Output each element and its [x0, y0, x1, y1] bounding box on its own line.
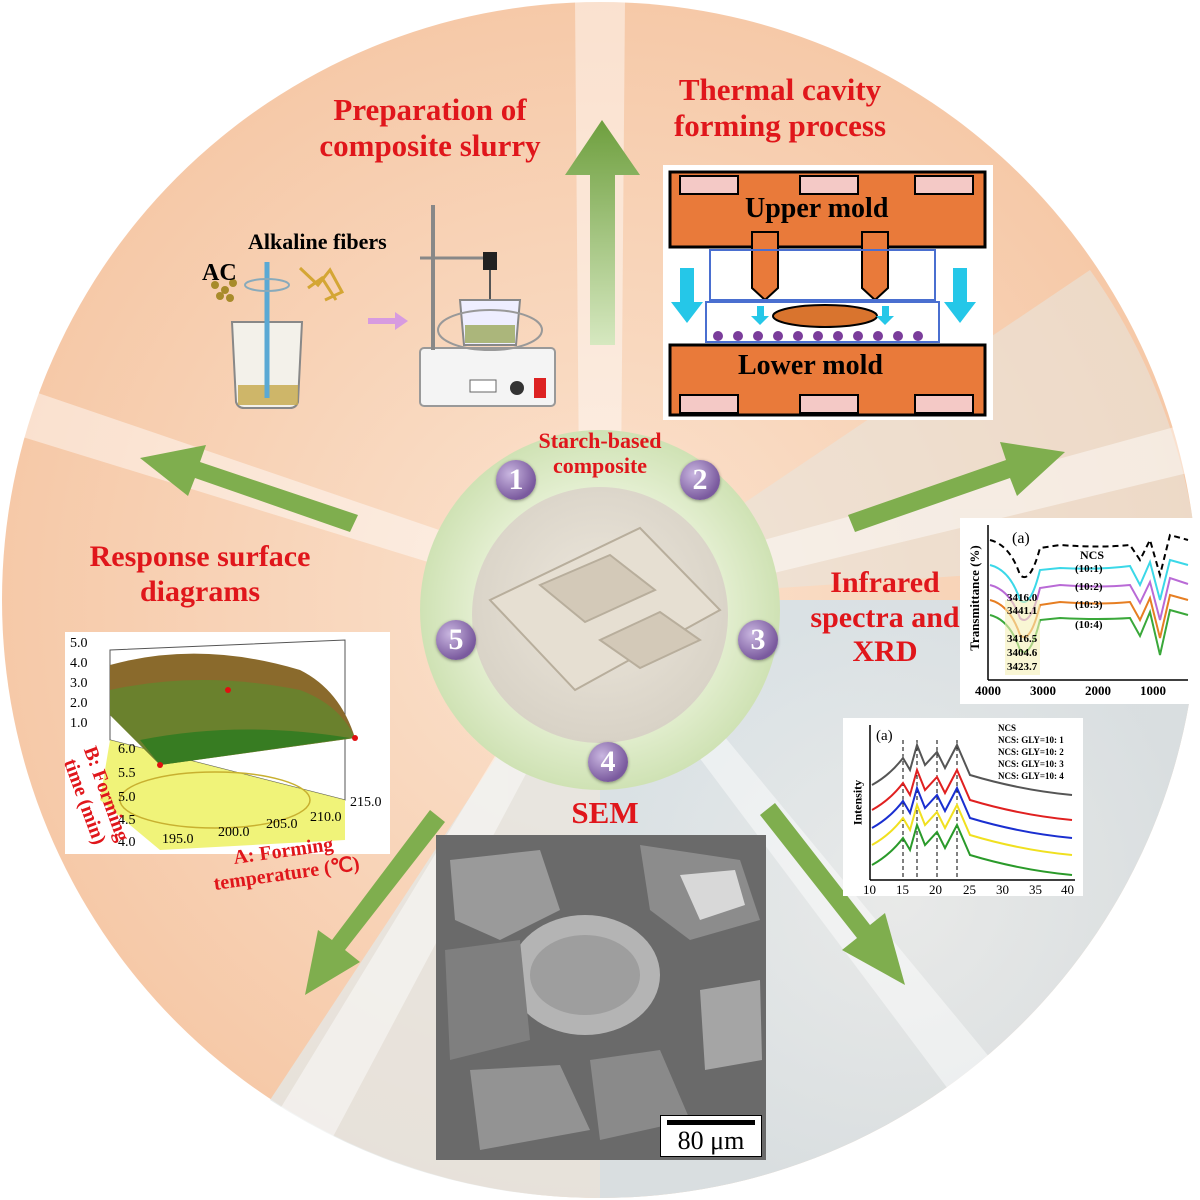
- ir-series-10-3: (10:3): [1075, 599, 1103, 611]
- ir-series-10-4: (10:4): [1075, 619, 1103, 631]
- ir-series-10-2: (10:2): [1075, 581, 1103, 593]
- xrd-ylabel: Intensity: [850, 779, 865, 826]
- surface-ztick-1: 1.0: [70, 716, 88, 731]
- center-title-line2: composite: [552, 453, 648, 479]
- surface-ytick-4: 4.0: [118, 835, 136, 850]
- ir-xtick-4000: 4000: [975, 683, 1001, 698]
- ir-annotation-4: 3404.6: [1007, 647, 1038, 659]
- xrd-xtick-15: 15: [896, 882, 909, 897]
- upper-mold-label: Upper mold: [745, 193, 889, 224]
- surface-ytick-45: 4.5: [118, 813, 136, 828]
- scale-bar-label: 80 μm: [677, 1126, 745, 1155]
- xrd-xtick-35: 35: [1029, 882, 1042, 897]
- ir-chart: [960, 518, 1198, 704]
- surface-ztick-2: 2.0: [70, 696, 88, 711]
- xrd-legend-ncs: NCS: [998, 723, 1017, 733]
- section3-title-line1: Infrared: [830, 566, 940, 599]
- vapor-holes: [713, 331, 923, 341]
- surface-xtick-215: 215.0: [350, 795, 382, 810]
- section1-title: Preparation of composite slurry: [290, 92, 570, 163]
- mold-diagram: [663, 165, 993, 420]
- xrd-panel-label: (a): [876, 728, 893, 744]
- ir-annotation-3: 3416.5: [1007, 633, 1038, 645]
- step-badge-5: 5: [436, 620, 476, 660]
- scale-bar-line: [667, 1120, 755, 1125]
- section5-title-line2: diagrams: [140, 574, 260, 608]
- arrow-down-left: [305, 810, 445, 995]
- section3-title-line3: XRD: [852, 635, 918, 668]
- ac-label: AC: [202, 260, 237, 286]
- fibers-label: Alkaline fibers: [248, 229, 387, 254]
- section5-title: Response surface diagrams: [60, 540, 340, 609]
- xrd-xtick-20: 20: [929, 882, 942, 897]
- surface-xtick-210: 210.0: [310, 810, 342, 825]
- step-badge-3: 3: [738, 620, 778, 660]
- process-arrow-icon: [368, 312, 408, 330]
- ir-ylabel: Transmittance (%): [967, 545, 982, 651]
- ir-series-10-1: (10:1): [1075, 563, 1103, 575]
- step-badge-4: 4: [588, 742, 628, 782]
- xrd-xtick-25: 25: [963, 882, 976, 897]
- section1-title-line1: Preparation of: [333, 92, 527, 127]
- press-arrow-left-icon: [671, 268, 703, 323]
- section1-title-line2: composite slurry: [319, 127, 541, 163]
- xrd-legend-2: NCS: GLY=10: 2: [998, 747, 1064, 757]
- xrd-xtick-30: 30: [996, 882, 1009, 897]
- scale-bar: 80 μm: [660, 1115, 762, 1157]
- ir-xtick-3000: 3000: [1030, 683, 1056, 698]
- xrd-chart: [843, 718, 1083, 896]
- ir-series-ncs: NCS: [1080, 548, 1105, 562]
- center-title: Starch-based composite: [500, 428, 700, 479]
- section2-title: Thermal cavity forming process: [650, 72, 910, 143]
- xrd-xtick-10: 10: [863, 882, 876, 897]
- ir-annotation-1: 3416.0: [1007, 592, 1038, 604]
- surface-ztick-5: 5.0: [70, 636, 88, 651]
- surface-ytick-6: 6.0: [118, 742, 136, 757]
- beaker-illustration: [230, 262, 304, 409]
- slurry-blank: [772, 304, 878, 328]
- section5-title-line1: Response surface: [89, 540, 311, 573]
- ir-annotation-5: 3423.7: [1007, 661, 1038, 673]
- surface-chart: [65, 632, 390, 854]
- sem-image: [436, 835, 766, 1160]
- surface-ytick-5: 5.0: [118, 790, 136, 805]
- ir-panel-label: (a): [1012, 530, 1030, 547]
- surface-ztick-3: 3.0: [70, 676, 88, 691]
- section2-title-line2: forming process: [673, 107, 887, 143]
- section2-title-line1: Thermal cavity: [678, 72, 882, 107]
- arrow-left: [140, 445, 358, 532]
- center-title-line1: Starch-based: [538, 428, 662, 453]
- arrow-right: [848, 442, 1065, 532]
- step-badge-2: 2: [680, 460, 720, 500]
- section4-title: SEM: [571, 795, 639, 830]
- ir-annotation-2: 3441.1: [1007, 605, 1038, 617]
- arrow-down-right: [760, 803, 905, 985]
- surface-ytick-55: 5.5: [118, 766, 136, 781]
- xrd-legend-3: NCS: GLY=10: 3: [998, 759, 1064, 769]
- ir-xtick-2000: 2000: [1085, 683, 1111, 698]
- ac-particles: [211, 279, 237, 302]
- step-badge-1: 1: [496, 460, 536, 500]
- tray-illustration: [488, 526, 722, 692]
- ir-xtick-1000: 1000: [1140, 683, 1166, 698]
- stirrer-illustration: [419, 205, 556, 407]
- arrow-up: [565, 120, 640, 345]
- fiber-illustration: [298, 266, 345, 302]
- xrd-legend-1: NCS: GLY=10: 1: [998, 735, 1064, 745]
- section3-title-line2: spectra and: [810, 600, 960, 634]
- surface-xtick-200: 200.0: [218, 825, 250, 840]
- xrd-xtick-40: 40: [1061, 882, 1074, 897]
- surface-xtick-205: 205.0: [266, 817, 298, 832]
- xrd-legend-4: NCS: GLY=10: 4: [998, 771, 1064, 781]
- section3-title: Infrared spectra and XRD: [800, 566, 970, 670]
- lower-mold-label: Lower mold: [738, 350, 883, 381]
- surface-ztick-4: 4.0: [70, 656, 88, 671]
- surface-xtick-195: 195.0: [162, 832, 194, 847]
- press-arrow-right-icon: [944, 268, 976, 323]
